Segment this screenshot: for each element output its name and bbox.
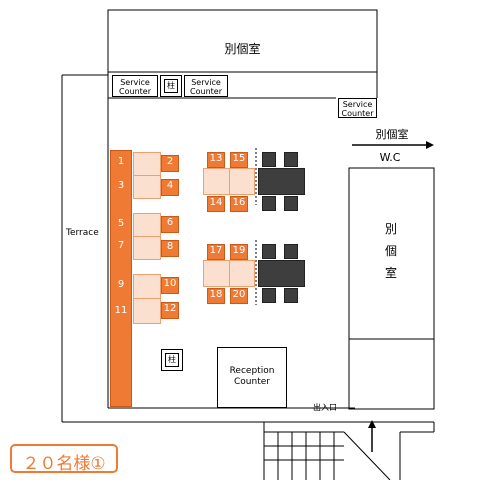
capacity-text: ２０名様①: [22, 454, 106, 474]
seat-16[interactable]: 16: [230, 196, 248, 212]
dark-chair: [262, 196, 276, 211]
seat-6[interactable]: 6: [161, 216, 179, 233]
dark-chair: [262, 244, 276, 259]
table-divider-3: [133, 298, 161, 299]
seat-13[interactable]: 13: [207, 152, 225, 168]
service-counter-left-label: Service Counter: [119, 78, 151, 96]
seat-2[interactable]: 2: [161, 155, 179, 172]
seat-8[interactable]: 8: [161, 240, 179, 257]
seat-1[interactable]: 1: [117, 156, 125, 167]
table-divider-1: [133, 175, 161, 176]
seat-12[interactable]: 12: [161, 302, 179, 319]
entrance-label: 出入口: [313, 403, 337, 412]
dark-chair: [284, 244, 298, 259]
pillar-bottom-label: 柱: [165, 353, 179, 367]
seat-14[interactable]: 14: [207, 196, 225, 212]
seat-19[interactable]: 19: [230, 244, 248, 260]
seat-18[interactable]: 18: [207, 288, 225, 304]
service-counter-right-label: Service Counter: [341, 100, 374, 118]
seat-11[interactable]: 11: [114, 305, 128, 316]
seat-7[interactable]: 7: [117, 240, 125, 251]
private-room-arrow-label: 別個室: [375, 128, 409, 141]
pillar-top: 柱: [160, 75, 182, 97]
table-17-20-divider: [229, 260, 230, 287]
private-room-right-char-3: 室: [384, 266, 397, 280]
table-divider-2: [133, 236, 161, 237]
dark-chair: [262, 152, 276, 167]
pillar-bottom: 柱: [161, 349, 183, 371]
service-counter-middle: Service Counter: [184, 75, 228, 97]
table-13-16-divider: [229, 168, 230, 195]
seat-3[interactable]: 3: [117, 180, 125, 191]
private-room-right-char-2: 個: [384, 244, 397, 258]
terrace-label: Terrace: [66, 228, 99, 238]
wc-label: W.C: [379, 151, 401, 164]
dark-chair: [284, 288, 298, 303]
service-counter-left: Service Counter: [112, 75, 158, 97]
service-counter-right: Service Counter: [338, 98, 377, 118]
seat-9[interactable]: 9: [117, 279, 125, 290]
table-9-12: [133, 274, 161, 324]
seat-5[interactable]: 5: [117, 218, 125, 229]
private-room-right-char-1: 別: [384, 222, 397, 236]
capacity-badge: ２０名様①: [10, 444, 118, 474]
private-room-top: 別個室: [224, 42, 261, 56]
dark-table: [258, 168, 305, 195]
dark-chair: [284, 196, 298, 211]
service-counter-middle-label: Service Counter: [190, 78, 222, 96]
seat-20[interactable]: 20: [230, 288, 248, 304]
reception-counter: Reception Counter: [217, 347, 287, 408]
reception-counter-label: Reception Counter: [229, 366, 275, 387]
bench: [110, 150, 132, 407]
dark-chair: [262, 288, 276, 303]
seat-17[interactable]: 17: [207, 244, 225, 260]
seat-4[interactable]: 4: [161, 179, 179, 196]
seat-10[interactable]: 10: [161, 277, 179, 294]
dark-chair: [284, 152, 298, 167]
dark-table: [258, 260, 305, 287]
pillar-top-label: 柱: [164, 79, 178, 93]
seat-15[interactable]: 15: [230, 152, 248, 168]
